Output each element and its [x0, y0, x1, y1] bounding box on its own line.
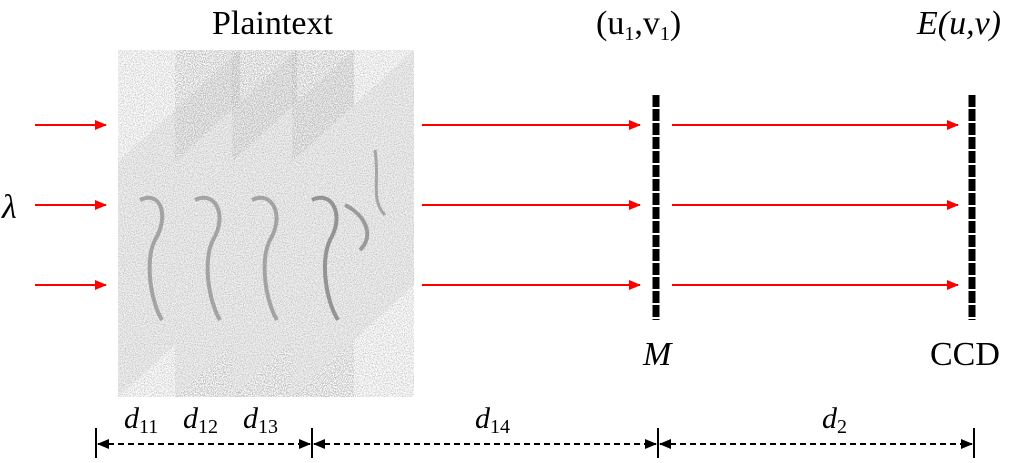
- ccd-label: CCD: [930, 336, 1000, 373]
- dimension-lines: [95, 428, 975, 458]
- distance-d14-label: d14: [475, 402, 510, 438]
- ccd-field-label: E(u,v): [916, 5, 1001, 42]
- distance-d12-label: d12: [183, 402, 218, 438]
- incoming-beams: [35, 120, 107, 290]
- distance-d13-label: d13: [243, 402, 278, 438]
- plaintext-slices: [118, 50, 414, 397]
- distance-d11-label: d11: [124, 402, 158, 438]
- plaintext-slice-4: [292, 50, 414, 397]
- wavelength-symbol: λ: [1, 189, 17, 226]
- mask-label: M: [642, 336, 673, 373]
- mask-coordinates: (u1,v1): [596, 5, 681, 45]
- plaintext-title: Plaintext: [212, 5, 333, 42]
- distance-d2-label: d2: [822, 402, 847, 438]
- beams-to-mask: [422, 120, 641, 290]
- beams-to-ccd: [672, 120, 959, 290]
